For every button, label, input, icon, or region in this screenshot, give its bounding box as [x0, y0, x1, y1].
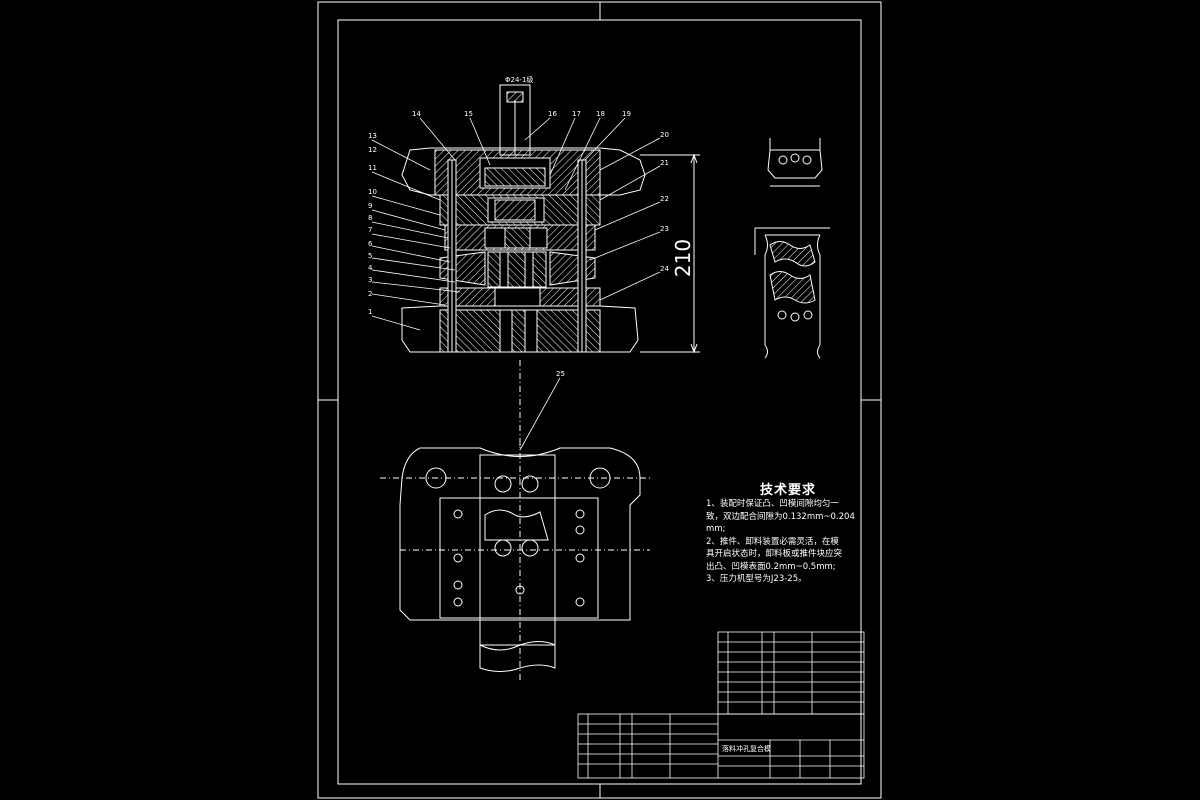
part-label: 2	[368, 290, 372, 298]
technical-requirements-title: 技术要求	[760, 483, 817, 498]
requirement-line: 具开启状态时，卸料板或推件块应突	[706, 549, 843, 559]
drawing-frame	[317, 1, 882, 799]
part-label: 12	[368, 146, 377, 154]
part-labels-top: 14 15 16 17 18 19	[412, 110, 631, 118]
strip-layout-view	[754, 227, 830, 359]
part-label: 3	[368, 276, 372, 284]
requirement-line: 1、装配时保证凸、凹模间隙均匀一	[706, 499, 839, 509]
part-label: 16	[548, 110, 557, 118]
part-label: 15	[464, 110, 473, 118]
part-label: 7	[368, 226, 372, 234]
requirement-line: 2、推件、卸料装置必需灵活，在模	[706, 536, 839, 547]
part-label: 9	[368, 202, 372, 210]
part-leaders	[371, 117, 661, 451]
part-label: 14	[412, 110, 421, 118]
requirement-line: 出凸、凹模表面0.2mm~0.5mm;	[706, 561, 836, 572]
part-label: 21	[660, 159, 669, 167]
part-label: 23	[660, 225, 669, 233]
part-label: 19	[622, 110, 631, 118]
shank-note: Φ24-1级	[505, 75, 533, 84]
part-label: 11	[368, 164, 377, 172]
part-label: 13	[368, 132, 377, 140]
part-label: 24	[660, 265, 669, 273]
requirement-line: mm;	[706, 524, 726, 534]
part-label: 22	[660, 195, 669, 203]
part-label: 20	[660, 131, 669, 139]
part-label: 5	[368, 252, 372, 260]
dimension-210	[640, 153, 700, 354]
dimension-210-label: 210	[671, 239, 695, 277]
part-label: 8	[368, 214, 372, 222]
part-label: 17	[572, 110, 581, 118]
die-section-view	[401, 84, 646, 450]
part-label: 6	[368, 240, 373, 248]
plan-view	[380, 440, 650, 680]
part-detail-view	[767, 138, 823, 187]
part-labels-left: 13 12 11 10 9 8 7 6 5 4 3 2 1	[368, 132, 377, 316]
requirement-line: 致，双边配合间隙为0.132mm~0.204	[706, 511, 855, 522]
part-label: 10	[368, 188, 377, 196]
parts-list-table	[577, 631, 865, 779]
requirement-line: 3、压力机型号为J23-25。	[706, 574, 807, 584]
part-label: 1	[368, 308, 372, 316]
part-label: 4	[368, 264, 373, 272]
part-label: 18	[596, 110, 605, 118]
technical-requirements-text: 1、装配时保证凸、凹模间隙均匀一 致，双边配合间隙为0.132mm~0.204 …	[706, 498, 856, 586]
part-label-plan: 25	[556, 370, 565, 378]
part-labels-right: 20 21 22 23 24	[660, 131, 669, 273]
drawing-name: 落料冲孔复合模	[722, 744, 771, 753]
